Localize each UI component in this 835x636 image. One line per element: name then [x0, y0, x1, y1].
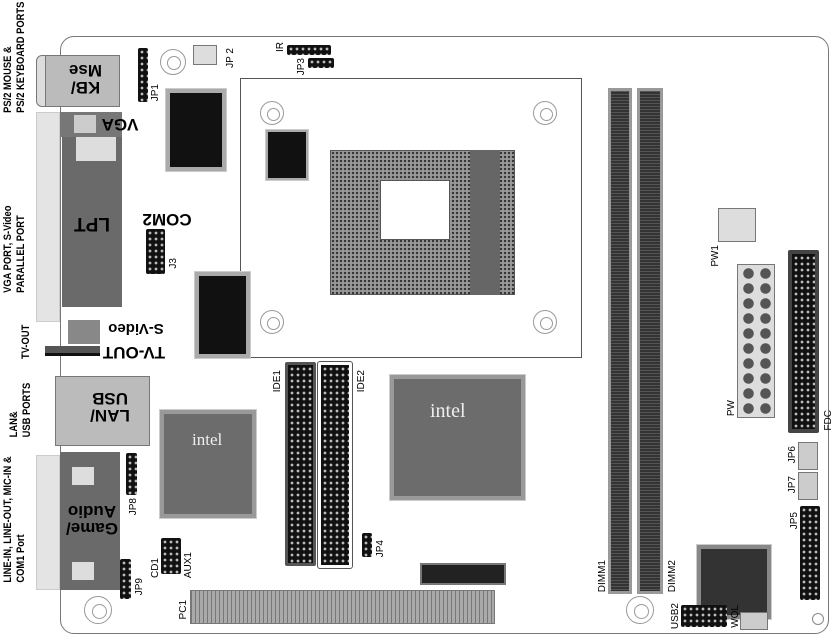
tv-out-side-label: TV-OUT — [20, 324, 32, 359]
usb2-header[interactable] — [681, 605, 727, 627]
jp1-label: JP1 — [150, 84, 161, 102]
aux1-label: AUX1 — [183, 552, 194, 579]
jp5-label: JP5 — [789, 512, 800, 530]
lpt-label: LPT — [74, 213, 110, 234]
audio-shell — [36, 455, 60, 590]
jp2-label: JP 2 — [225, 48, 236, 68]
cd1-aux1-header[interactable] — [161, 538, 181, 574]
audio-jack — [72, 562, 94, 580]
mounting-hole — [160, 49, 186, 75]
tv-out-label: TV-OUT — [102, 343, 166, 362]
lpt-latch — [76, 137, 116, 161]
wol-connector[interactable] — [740, 612, 768, 630]
ide1-label: IDE1 — [272, 370, 283, 393]
jp2-connector[interactable] — [193, 45, 217, 65]
jp1-header[interactable] — [138, 48, 148, 102]
cpu-area-frame — [240, 78, 582, 358]
lpt-port[interactable] — [62, 137, 122, 307]
mounting-hole — [533, 310, 557, 334]
jp8-label: JP8 — [128, 498, 139, 516]
j3-label: J3 — [168, 258, 179, 269]
jp3-label: JP3 — [296, 58, 307, 76]
lan-usb-label: LAN/USB — [90, 389, 130, 425]
ps2-port[interactable] — [45, 55, 120, 107]
chip — [194, 271, 251, 359]
fdc-connector[interactable] — [788, 250, 819, 433]
ide2-connector[interactable] — [317, 361, 353, 569]
intel-logo: intel — [430, 400, 466, 422]
intel-logo: intel — [192, 430, 223, 449]
audio-jack — [72, 467, 94, 485]
jp9-header[interactable] — [120, 559, 131, 599]
pw-atx-connector[interactable] — [737, 264, 775, 418]
pc1-label: PC1 — [178, 600, 189, 620]
mounting-hole — [260, 101, 284, 125]
pci-slot[interactable] — [190, 590, 495, 624]
ir-label: IR — [275, 42, 286, 52]
mounting-hole — [533, 101, 557, 125]
jp9-label: JP9 — [134, 578, 145, 596]
ide1-connector[interactable] — [285, 362, 316, 566]
dimm1-label: DIMM1 — [597, 560, 608, 593]
jp5-header[interactable] — [800, 506, 820, 600]
jp7-connector[interactable] — [798, 472, 818, 500]
bios-chip — [165, 88, 227, 172]
intel-chip — [159, 409, 257, 519]
jp6-label: JP6 — [787, 446, 798, 464]
mounting-hole — [84, 596, 112, 624]
audio-com1-side-label: LINE-IN, LINE-OUT, MIC-IN &COM1 Port — [2, 456, 27, 583]
mounting-hole — [812, 613, 824, 625]
cpu-socket-center — [380, 180, 450, 240]
dimm2-slot[interactable] — [637, 88, 663, 594]
vga-lpt-shell — [36, 112, 60, 322]
wol-label: WOL — [730, 605, 741, 628]
jp4-header[interactable] — [362, 533, 372, 557]
motherboard-outline — [60, 36, 829, 634]
mounting-hole — [260, 310, 284, 334]
fdc-label: FDC — [823, 410, 834, 431]
usb2-label: USB2 — [670, 603, 681, 630]
jp3-header[interactable] — [308, 58, 334, 68]
j3-header[interactable] — [146, 229, 165, 274]
mounting-hole — [626, 596, 654, 624]
ps2-ports-label: PS/2 MOUSE &PS/2 KEYBOARD PORTS — [2, 1, 27, 113]
ide2-label: IDE2 — [356, 370, 367, 393]
lan-usb-side-label: LAN&USB PORTS — [8, 382, 33, 438]
dimm1-slot[interactable] — [608, 88, 632, 594]
cpu-socket-lever — [470, 150, 500, 295]
battery-holder — [420, 563, 506, 585]
tv-out-port[interactable] — [45, 346, 100, 356]
intel-chipset — [389, 374, 526, 501]
game-audio-label: Game/Audio — [66, 502, 118, 538]
pw-label: PW — [726, 400, 737, 417]
ir-header[interactable] — [287, 45, 331, 55]
cd1-label: CD1 — [150, 558, 161, 579]
pw1-connector[interactable] — [718, 208, 756, 242]
s-video-label: S-Video — [108, 320, 164, 337]
vga-port-pins — [74, 115, 96, 133]
jp4-label: JP4 — [375, 540, 386, 558]
s-video-port[interactable] — [68, 320, 100, 344]
lan-usb-port[interactable] — [55, 376, 150, 446]
dimm2-label: DIMM2 — [667, 560, 678, 593]
vga-label: VGA — [101, 115, 139, 134]
pw1-label: PW1 — [710, 245, 721, 267]
jp7-label: JP7 — [787, 476, 798, 494]
com2-label: COM2 — [142, 210, 192, 229]
jp8-header[interactable] — [126, 453, 137, 495]
chip — [265, 129, 309, 181]
kb-mse-label: KB/Mse — [68, 61, 103, 97]
jp6-connector[interactable] — [798, 442, 818, 470]
